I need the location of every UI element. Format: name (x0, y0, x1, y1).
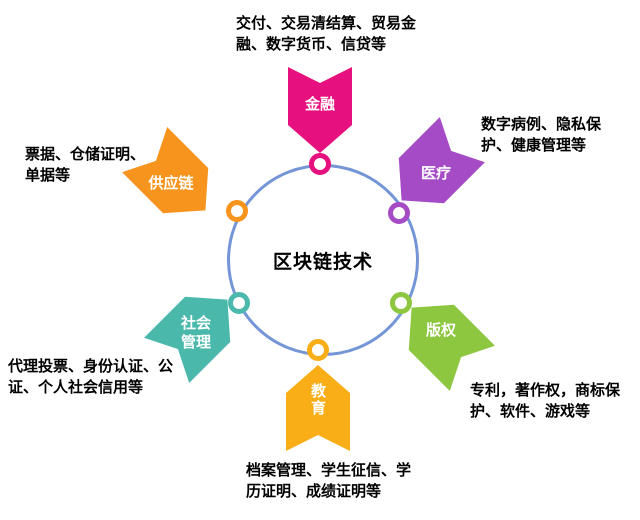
copyright-description: 专利，著作权，商标保护、软件、游戏等 (470, 381, 621, 421)
finance-label: 金融 (304, 95, 335, 113)
medical-arrow-shape (398, 116, 486, 204)
education-label: 教育 (310, 382, 326, 418)
medical-description: 数字病例、隐私保护、健康管理等 (481, 115, 602, 155)
copyright-label: 版权 (425, 321, 456, 339)
finance-arrow-shape (288, 67, 352, 153)
supply-arrow-icon (121, 126, 209, 214)
copyright-arrow-shape (408, 304, 496, 392)
finance-description: 交付、交易清结算、贸易金融、数字货币、信贷等 (236, 14, 417, 54)
medical-label: 医疗 (420, 164, 451, 182)
education-arrow-shape (286, 365, 350, 451)
supply-arrow-shape (121, 126, 209, 214)
copyright-connector-ring (390, 292, 412, 314)
education-description: 档案管理、学生征信、学历证明、成绩证明等 (246, 461, 412, 501)
social-description: 代理投票、身份认证、公证、个人社会信用等 (8, 357, 174, 397)
supply-description: 票据、仓储证明、单据等 (25, 145, 146, 185)
finance-arrow-icon (288, 67, 352, 153)
social-label: 社会管理 (180, 314, 211, 351)
finance-connector-ring (309, 153, 331, 175)
diagram-title: 区块链技术 (272, 250, 373, 273)
supply-connector-ring (226, 200, 248, 222)
copyright-arrow-icon (408, 304, 496, 392)
social-connector-ring (228, 292, 250, 314)
social-arrow-shape (143, 296, 231, 384)
medical-connector-ring (388, 202, 410, 224)
social-arrow-icon (143, 296, 231, 384)
education-arrow-icon (286, 365, 350, 451)
center-circle: 区块链技术 (227, 164, 419, 356)
medical-arrow-icon (398, 116, 486, 204)
supply-label: 供应链 (148, 174, 194, 192)
education-connector-ring (307, 339, 329, 361)
